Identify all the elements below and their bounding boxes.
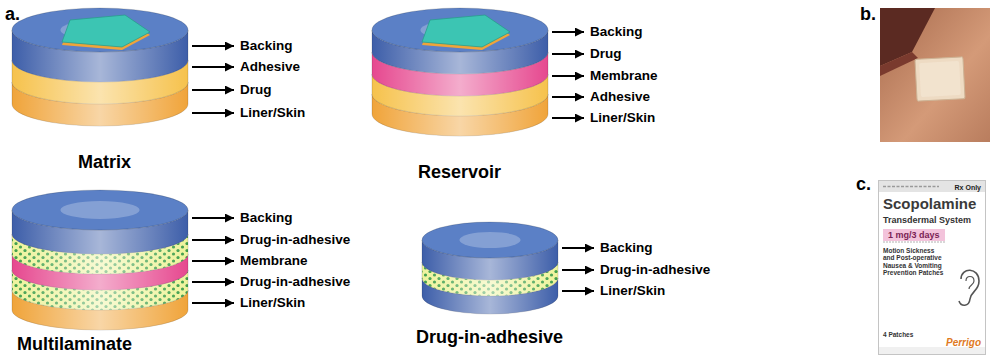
layer-label: Backing bbox=[240, 210, 293, 226]
leader-arrow bbox=[562, 269, 594, 271]
package-box: 1 mg/3 days Rx OnlyScopolamineTransdermal… bbox=[878, 180, 986, 355]
leader-arrow bbox=[192, 66, 234, 68]
layer-label: Drug bbox=[590, 46, 622, 62]
patch-type-title: Multilaminate bbox=[17, 334, 132, 355]
layer-label: Drug-in-adhesive bbox=[600, 262, 710, 278]
patch-type-title: Drug-in-adhesive bbox=[416, 327, 563, 348]
patch-type-title: Matrix bbox=[78, 152, 131, 173]
layer-label: Backing bbox=[600, 240, 653, 256]
panel-letter: a. bbox=[5, 4, 20, 25]
leader-arrow bbox=[192, 217, 234, 219]
layer-label: Liner/Skin bbox=[240, 295, 305, 311]
leader-arrows bbox=[192, 32, 594, 303]
patch-top-face bbox=[372, 8, 548, 52]
arm-patch-photo bbox=[880, 8, 990, 142]
layer-label: Liner/Skin bbox=[590, 110, 655, 126]
patch-layer-stack bbox=[12, 190, 188, 330]
leader-arrow bbox=[192, 89, 234, 91]
product-subtitle: Transdermal System bbox=[883, 215, 971, 225]
layer-label: Backing bbox=[240, 38, 293, 54]
patch-layer-stack bbox=[372, 8, 548, 136]
ear-icon bbox=[959, 270, 979, 305]
layer-label: Adhesive bbox=[590, 89, 650, 105]
dosage-band: 1 mg/3 days bbox=[883, 229, 945, 241]
leader-arrow bbox=[562, 290, 594, 292]
leader-arrow bbox=[552, 75, 584, 77]
layer-label: Backing bbox=[590, 24, 643, 40]
leader-arrow bbox=[192, 260, 234, 262]
leader-arrow bbox=[192, 45, 234, 47]
pack-count: 4 Patches bbox=[883, 331, 913, 338]
indication-text: Motion Sickness and Post-operative Nause… bbox=[883, 247, 947, 277]
leader-arrow bbox=[552, 96, 584, 98]
panel-letter: b. bbox=[860, 4, 876, 25]
brand-name: Perrigo bbox=[946, 337, 981, 349]
leader-arrow bbox=[192, 281, 234, 283]
layer-label: Drug bbox=[240, 82, 272, 98]
patch-type-title: Reservoir bbox=[418, 162, 501, 183]
panel-letter: c. bbox=[856, 174, 871, 195]
leader-arrow bbox=[192, 239, 234, 241]
patch-top-face bbox=[422, 222, 558, 258]
layer-label: Drug-in-adhesive bbox=[240, 274, 350, 290]
top-glint bbox=[459, 232, 520, 248]
layer-label: Liner/Skin bbox=[600, 283, 665, 299]
product-name: Scopolamine bbox=[883, 195, 976, 212]
layer-label: Liner/Skin bbox=[240, 105, 305, 121]
patch-layer-stack bbox=[12, 8, 188, 126]
drug-cutaway bbox=[422, 15, 510, 47]
layer-label: Membrane bbox=[590, 68, 658, 84]
layer-label: Drug-in-adhesive bbox=[240, 232, 350, 248]
leader-arrow bbox=[192, 302, 234, 304]
leader-arrow bbox=[552, 53, 584, 55]
patch-top-face bbox=[12, 8, 188, 52]
leader-arrow bbox=[552, 117, 584, 119]
drug-cutaway bbox=[62, 15, 150, 47]
patch-top-face bbox=[12, 190, 188, 230]
layer-label: Adhesive bbox=[240, 59, 300, 75]
patch-layer-stack bbox=[422, 222, 558, 314]
leader-arrow bbox=[192, 112, 234, 114]
dosage-text: 1 mg/3 days bbox=[888, 230, 940, 240]
leader-arrow bbox=[562, 247, 594, 249]
leader-arrow bbox=[552, 31, 584, 33]
rx-mark: Rx Only bbox=[955, 184, 981, 192]
top-glint bbox=[60, 201, 139, 219]
layer-label: Membrane bbox=[240, 253, 308, 269]
